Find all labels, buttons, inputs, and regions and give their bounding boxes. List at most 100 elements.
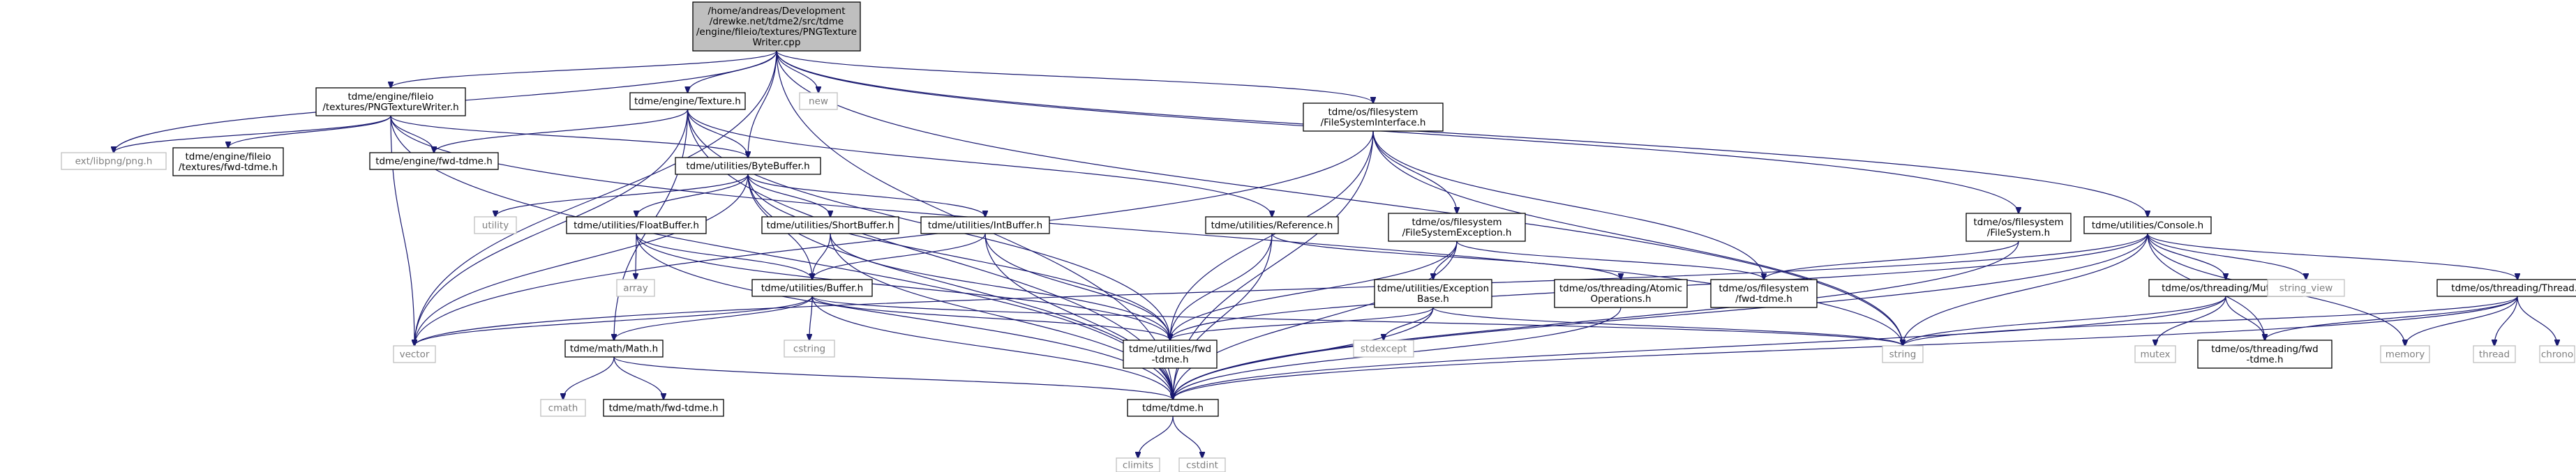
node-fsinterface-h[interactable]: tdme/os/filesystem/FileSystemInterface.h [1303,102,1444,132]
edge-buffer_h-to-cstring [809,296,813,340]
node-label: /drewke.net/tdme2/src/tdme [710,16,844,27]
node-label: /home/andreas/Development [707,6,845,17]
edge-exceptionbase_h-to-stdexcept [1384,307,1434,340]
node-box [761,216,899,234]
edge-console_h-to-string [1903,233,2148,346]
node-memory: memory [2380,345,2430,363]
node-bytebuffer-h[interactable]: tdme/utilities/ByteBuffer.h [675,157,821,175]
edge-console_h-to-string_view [2147,233,2306,280]
node-label: array [623,283,647,294]
edge-root-to-console_h [776,50,2148,217]
node-box [1123,340,1218,369]
node-box [1965,213,2072,242]
node-tdme-h[interactable]: tdme/tdme.h [1127,399,1219,417]
node-threading-fwd[interactable]: tdme/os/threading/fwd-tdme.h [2197,340,2332,369]
edge-reference_h-to-tdme_h [1173,233,1273,399]
node-climits: climits [1116,457,1160,472]
node-thread-h[interactable]: tdme/os/threading/Thread.h [2436,279,2576,297]
node-label: tdme/utilities/ShortBuffer.h [767,220,894,231]
node-box [799,92,838,110]
node-label: /FileSystemInterface.h [1321,117,1426,128]
node-console-h[interactable]: tdme/utilities/Console.h [2083,216,2212,234]
node-box [2436,279,2576,297]
node-label: tdme/os/threading/Atomic [1559,283,1682,294]
edge-thread_h-to-chrono [2517,296,2557,346]
node-box [1554,279,1688,308]
node-label: new [809,96,828,107]
node-fs-fwd[interactable]: tdme/os/filesystem/fwd-tdme.h [1710,279,1818,308]
node-label: tdme/math/Math.h [570,344,658,355]
node-label: tdme/engine/fileio [347,91,433,102]
node-label: /textures/PNGTextureWriter.h [322,102,458,113]
edge-fsexception_h-to-fs_fwd [1456,241,1764,280]
edge-math_h-to-math_fwd [613,356,664,399]
node-floatbuffer-h[interactable]: tdme/utilities/FloatBuffer.h [566,216,707,234]
node-box [172,147,284,176]
node-root[interactable]: /home/andreas/Development/drewke.net/tdm… [692,1,861,52]
edge-pngwriter_h-to-vector [390,115,414,346]
edge-pngwriter_h-to-bytebuffer_h [390,115,748,158]
node-intbuffer-h[interactable]: tdme/utilities/IntBuffer.h [920,216,1050,234]
node-box [2267,279,2345,297]
node-box [2197,340,2332,369]
node-engine-fwd[interactable]: tdme/engine/fwd-tdme.h [369,152,499,170]
node-label: tdme/math/fwd-tdme.h [609,403,719,414]
node-reference-h[interactable]: tdme/utilities/Reference.h [1205,216,1339,234]
node-box [1178,457,1226,472]
node-box [1353,340,1414,358]
node-label: utility [482,220,509,231]
node-box [315,87,466,116]
node-label: tdme/utilities/Exception [1377,283,1489,294]
node-label: cstdint [1186,460,1218,471]
edge-mutex_h-to-threading_fwd [2225,296,2265,340]
node-label: stdexcept [1361,344,1407,355]
node-fileio-fwd[interactable]: tdme/engine/fileio/textures/fwd-tdme.h [172,147,284,176]
node-texture-h[interactable]: tdme/engine/Texture.h [629,92,746,110]
edge-filesystem_h-to-fs_fwd [1764,241,2019,280]
node-box [564,340,664,358]
node-label: tdme/os/filesystem [1973,217,2063,228]
node-label: tdme/os/filesystem [1411,217,1502,228]
edge-mutex_h-to-string [1903,296,2226,346]
node-box [1127,399,1219,417]
node-thread: thread [2473,345,2516,363]
node-label: /FileSystem.h [1987,227,2050,238]
edge-root-to-filesystem_h [776,50,2019,213]
node-label: Base.h [1417,294,1449,305]
edge-console_h-to-thread_h [2147,233,2517,280]
node-cmath: cmath [540,399,586,417]
edge-pngwriter_h-to-libpng [114,115,391,153]
node-math-fwd[interactable]: tdme/math/fwd-tdme.h [603,399,724,417]
node-filesystem-h[interactable]: tdme/os/filesystem/FileSystem.h [1965,213,2072,242]
edge-buffer_h-to-math_h [614,296,813,340]
edge-fsexception_h-to-util_fwd [1170,241,1458,340]
node-label: tdme/utilities/Console.h [2092,220,2203,231]
edge-buffer_h-to-string [811,296,1903,346]
node-math-h[interactable]: tdme/math/Math.h [564,340,664,358]
edge-tdme_h-to-cstdint [1172,416,1202,458]
node-box [2380,345,2430,363]
node-box [2539,345,2575,363]
node-pngwriter-h[interactable]: tdme/engine/fileio/textures/PNGTextureWr… [315,87,466,116]
node-label: vector [400,349,430,360]
node-box [1205,216,1339,234]
node-label: tdme/utilities/FloatBuffer.h [574,220,699,231]
edge-bytebuffer_h-to-floatbuffer_h [636,174,749,217]
edge-exceptionbase_h-to-util_fwd [1170,307,1434,340]
node-fsexception-h[interactable]: tdme/os/filesystem/FileSystemException.h [1388,213,1526,242]
edge-console_h-to-vector [414,233,2148,346]
node-box [1303,102,1444,132]
node-box [603,399,724,417]
node-label: /FileSystemException.h [1402,227,1512,238]
node-label: tdme/engine/fileio [185,151,271,162]
node-util-fwd[interactable]: tdme/utilities/fwd-tdme.h [1123,340,1218,369]
edge-shortbuffer_h-to-buffer_h [812,233,831,280]
node-shortbuffer-h[interactable]: tdme/utilities/ShortBuffer.h [761,216,899,234]
edge-texture_h-to-engine_fwd [434,109,689,153]
edge-exceptionbase_h-to-tdme_h [1173,307,1434,399]
node-label: -tdme.h [1151,354,1188,365]
node-buffer-h[interactable]: tdme/utilities/Buffer.h [751,279,873,297]
